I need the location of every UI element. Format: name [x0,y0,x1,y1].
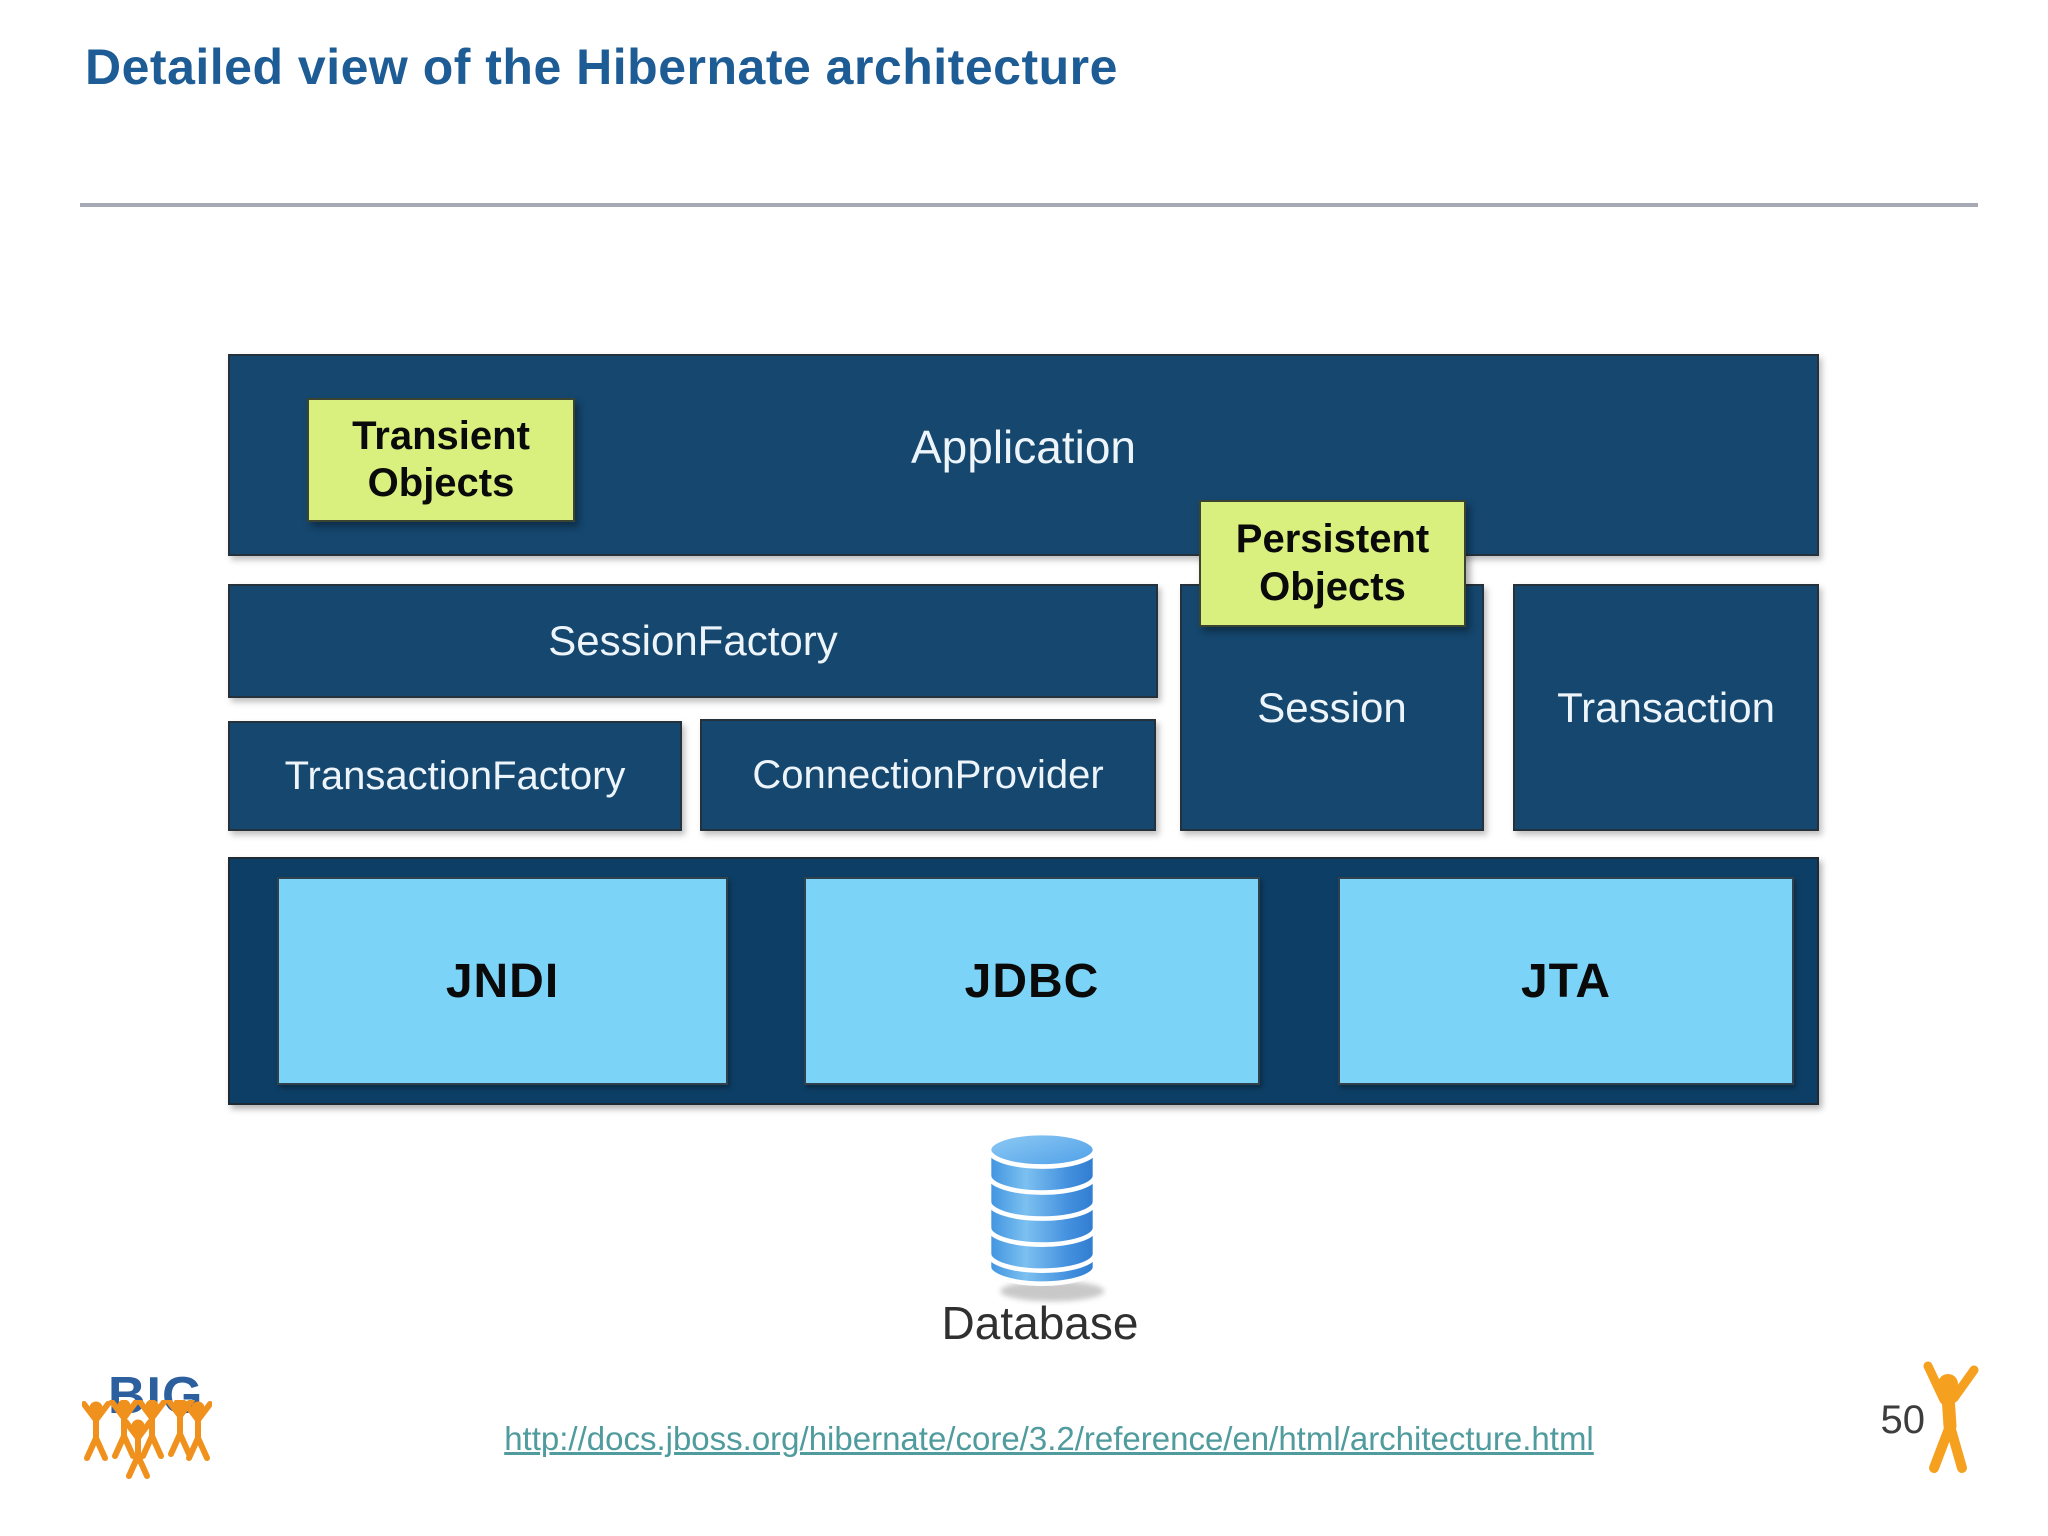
session-label: Session [1257,683,1407,731]
application-label: Application [910,421,1137,473]
transient-objects-badge: Transient Objects [307,398,575,522]
page-number: 50 [1880,1398,1926,1442]
title-divider [80,203,1978,207]
connection-provider-label: ConnectionProvider [752,752,1104,797]
jdbc-box: JDBC [804,877,1260,1085]
jndi-label: JNDI [445,954,560,1008]
big-logo-figures-icon [82,1400,212,1480]
session-factory-box: SessionFactory [228,584,1158,698]
persistent-objects-label: Persistent Objects [1235,517,1430,609]
jndi-box: JNDI [277,877,728,1085]
page-title: Detailed view of the Hibernate architect… [85,39,1118,95]
footer-link[interactable]: http://docs.jboss.org/hibernate/core/3.2… [504,1420,1594,1457]
persistent-objects-badge: Persistent Objects [1199,500,1466,627]
big-logo: BIG [82,1366,212,1478]
database-icon [986,1130,1105,1302]
transient-objects-label: Transient Objects [352,413,530,505]
transaction-factory-box: TransactionFactory [228,721,682,831]
transaction-label: Transaction [1557,683,1775,731]
person-icon [1923,1361,1979,1473]
transaction-factory-label: TransactionFactory [284,753,626,798]
jta-box: JTA [1338,877,1794,1085]
jta-label: JTA [1520,954,1612,1008]
database-label: Database [941,1297,1139,1349]
footer-link-wrap: http://docs.jboss.org/hibernate/core/3.2… [0,1420,2048,1458]
transaction-box: Transaction [1513,584,1819,831]
connection-provider-box: ConnectionProvider [700,719,1156,831]
session-factory-label: SessionFactory [548,617,838,664]
jdbc-label: JDBC [964,954,1100,1008]
